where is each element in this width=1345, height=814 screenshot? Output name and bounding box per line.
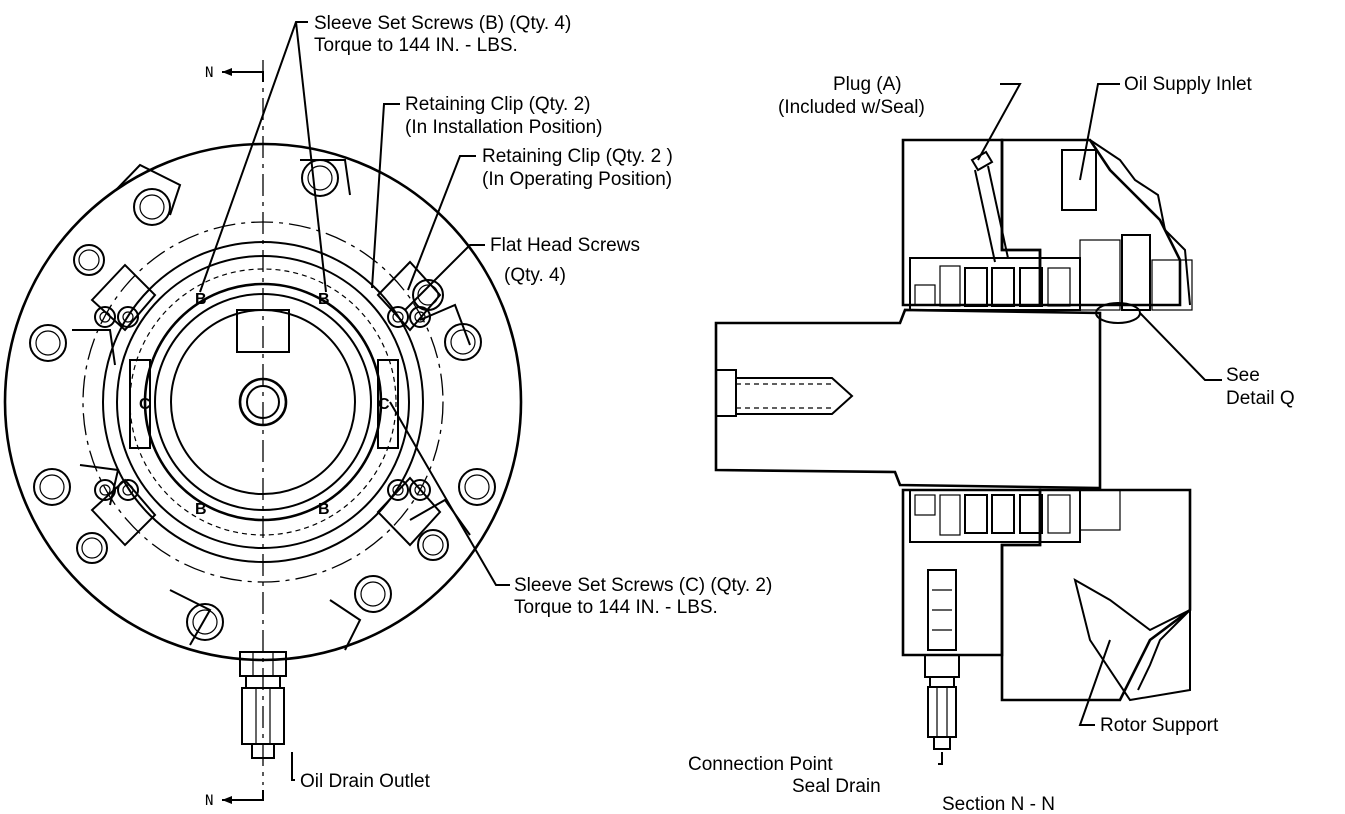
shaft-end-inner [246,385,280,419]
shaft-end-outer [238,377,288,427]
flange-notches [72,159,471,651]
upper-cartridge [909,234,1193,311]
section-drain-fitting [924,569,960,750]
drain-fitting [239,651,287,759]
label-plug-a: Plug (A) [833,74,902,95]
sleeve-inner [154,293,372,511]
outer-flange [3,142,523,662]
front-view: B B B B C C N N [3,60,523,809]
leaders-left [199,21,510,781]
section-arrow-bottom [222,790,264,801]
label-retaining-install: Retaining Clip (Qty. 2) [405,94,591,115]
sleeve-outer [143,282,383,522]
upper-housing [1000,138,1182,307]
labels: Sleeve Set Screws (B) (Qty. 4) Torque to… [300,13,1295,814]
flange-bolt-holes [29,159,496,641]
label-sleeve-b-torque: Torque to 144 IN. - LBS. [314,35,518,56]
label-sleeve-b: Sleeve Set Screws (B) (Qty. 4) [314,13,571,34]
lug-left [129,359,151,449]
section-arrow-top [222,71,264,82]
section-marker-bottom: N [205,793,213,809]
gland-ring [116,255,410,549]
rotor-support [1073,577,1191,702]
shaft [714,308,1102,490]
label-oil-drain: Oil Drain Outlet [300,771,431,792]
marker-b: B [318,501,330,518]
label-retaining-operate-pos: (In Operating Position) [482,169,672,190]
marker-c: C [378,396,390,413]
leaders-right [938,83,1222,765]
shaft-threaded-hole [715,369,854,417]
lug-right [377,359,399,449]
section-view [714,138,1193,750]
marker-b: B [195,291,207,308]
label-plug-included: (Included w/Seal) [778,97,925,118]
break-line-upper [1089,139,1191,306]
gland-ring-outer [102,241,424,563]
bolt-circle [82,221,444,583]
label-rotor-support: Rotor Support [1100,715,1219,736]
label-flat-head: Flat Head Screws [490,235,640,256]
label-see: See [1226,365,1260,386]
retaining-clips [90,260,442,547]
label-flat-head-qty: (Qty. 4) [504,265,566,286]
label-retaining-install-pos: (In Installation Position) [405,117,603,138]
label-sleeve-c-torque: Torque to 144 IN. - LBS. [514,597,718,618]
marker-c: C [139,396,151,413]
section-marker-top: N [205,65,213,81]
label-detail-q: Detail Q [1226,388,1295,409]
oil-supply-port [1061,149,1097,211]
arrow-head [222,796,232,804]
break-line-lower [1137,609,1191,691]
label-sleeve-c: Sleeve Set Screws (C) (Qty. 2) [514,575,772,596]
keyway [236,309,290,353]
lower-housing [1000,488,1192,702]
marker-b: B [195,501,207,518]
label-section-title: Section N - N [942,794,1055,814]
label-connection-point: Connection Point [688,754,833,775]
label-seal-drain: Seal Drain [792,776,881,797]
label-oil-supply: Oil Supply Inlet [1124,74,1253,95]
label-retaining-operate: Retaining Clip (Qty. 2 ) [482,146,673,167]
lower-cartridge [909,489,1121,543]
marker-b: B [318,291,330,308]
arrow-head [222,68,232,76]
